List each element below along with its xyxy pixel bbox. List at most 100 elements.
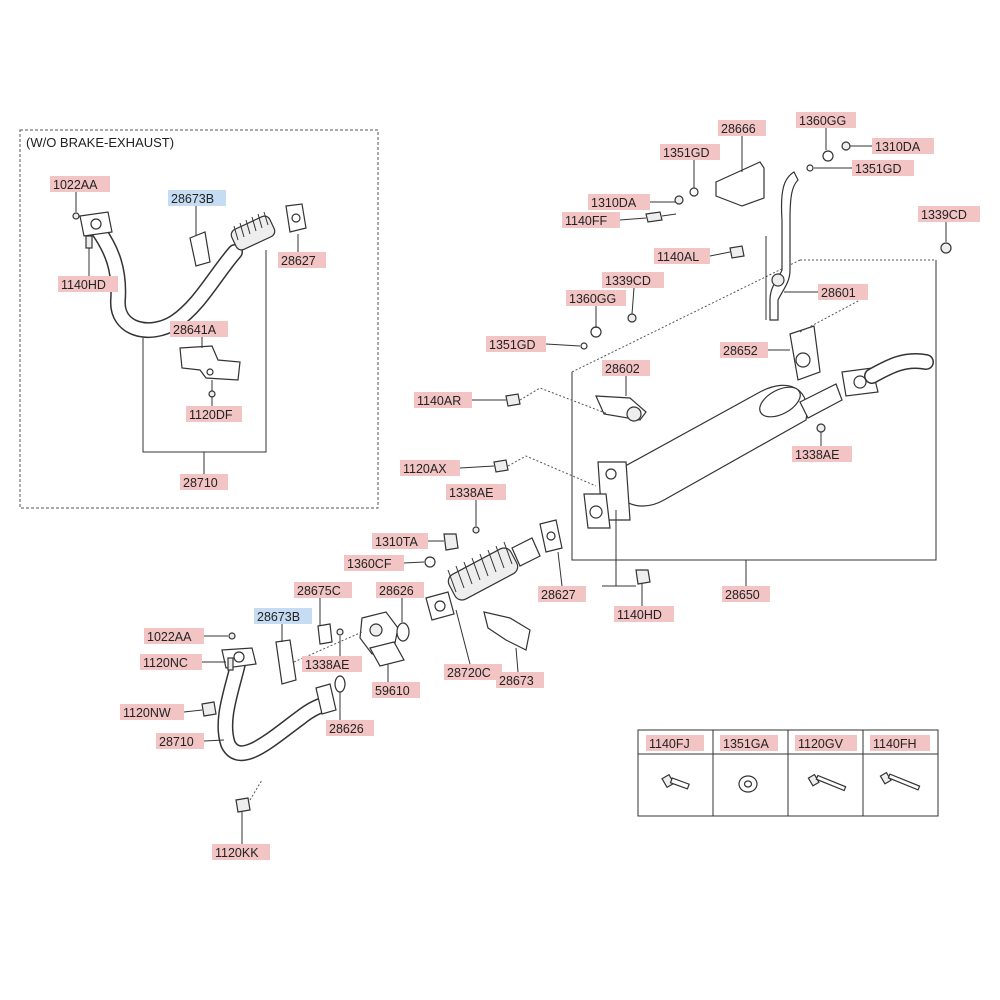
long-bolt-icon xyxy=(879,771,921,791)
svg-text:1339CD: 1339CD xyxy=(921,208,967,222)
svg-text:28720C: 28720C xyxy=(447,666,491,680)
label-1022aa-inset: 1022AA xyxy=(50,176,110,192)
svg-text:1140AR: 1140AR xyxy=(417,394,461,408)
svg-text:1120NW: 1120NW xyxy=(123,706,171,720)
label-1310da-right: 1310DA xyxy=(872,138,934,154)
label-1360gg-mid: 1360GG xyxy=(566,290,626,306)
bracket-28675c-icon xyxy=(317,623,333,645)
legend-cell-1351ga: 1351GA xyxy=(720,735,778,793)
label-28673: 28673 xyxy=(496,672,544,688)
svg-text:1140HD: 1140HD xyxy=(61,278,106,292)
svg-text:1022AA: 1022AA xyxy=(147,630,192,644)
nut-1310da-left-icon xyxy=(674,195,684,205)
label-28627-inset: 28627 xyxy=(278,252,326,268)
bolt-1140ff-icon xyxy=(645,211,663,223)
label-1120nw: 1120NW xyxy=(120,704,184,720)
label-1351gd-right: 1351GD xyxy=(852,160,914,176)
svg-text:1360GG: 1360GG xyxy=(569,292,616,306)
svg-text:1120GV: 1120GV xyxy=(798,737,844,751)
main-assembly: 28666 1360GG 1310DA 1351GD 1351GD 1310DA… xyxy=(120,112,980,860)
svg-text:28710: 28710 xyxy=(183,476,218,490)
bolt-1120ax-icon xyxy=(493,459,509,473)
inset-bellows-icon xyxy=(230,211,276,251)
gasket-28626-top-icon xyxy=(396,622,410,642)
bolt-1120nc-icon xyxy=(227,657,234,671)
svg-text:1310DA: 1310DA xyxy=(875,140,921,154)
inset-frame xyxy=(19,129,379,509)
svg-text:28652: 28652 xyxy=(723,344,758,358)
svg-text:1338AE: 1338AE xyxy=(449,486,493,500)
muffler-icon xyxy=(583,353,934,529)
inset-bracket-28673b-icon xyxy=(189,231,211,267)
svg-text:59610: 59610 xyxy=(375,684,410,698)
svg-text:1310DA: 1310DA xyxy=(591,196,637,210)
label-28673b: 28673B xyxy=(254,608,312,624)
svg-text:28602: 28602 xyxy=(605,362,640,376)
label-1022aa: 1022AA xyxy=(144,628,204,644)
svg-text:1360CF: 1360CF xyxy=(347,557,392,571)
label-28710: 28710 xyxy=(156,733,204,749)
bolt-1140hd-icon xyxy=(635,569,651,585)
svg-text:1120KK: 1120KK xyxy=(215,846,259,860)
bolt-1140ar-icon xyxy=(505,393,521,407)
hanger-bracket-28666-icon xyxy=(715,161,765,207)
svg-text:28626: 28626 xyxy=(379,584,414,598)
label-1120nc: 1120NC xyxy=(140,654,202,670)
label-59610: 59610 xyxy=(372,682,420,698)
label-1339cd-right: 1339CD xyxy=(918,206,980,222)
label-28602: 28602 xyxy=(602,360,650,376)
svg-text:28673B: 28673B xyxy=(257,610,300,624)
legend-cell-1140fh: 1140FH xyxy=(870,735,930,791)
nut-1339cd-mid-icon xyxy=(627,313,637,323)
svg-text:28675C: 28675C xyxy=(297,584,341,598)
label-1339cd-mid: 1339CD xyxy=(602,272,664,288)
exhaust-brake-59610-icon xyxy=(359,611,405,667)
washer-1360gg-mid-icon xyxy=(590,326,602,338)
inset-front-pipe xyxy=(72,203,307,398)
label-1140al: 1140AL xyxy=(654,248,710,264)
label-28650: 28650 xyxy=(722,586,770,602)
svg-text:28650: 28650 xyxy=(725,588,760,602)
label-1360gg-top: 1360GG xyxy=(796,112,856,128)
label-1338ae-right: 1338AE xyxy=(792,446,852,462)
washer-1360gg-top-icon xyxy=(822,150,834,162)
nut-1338ae-bot-icon xyxy=(336,628,344,636)
svg-text:1120AX: 1120AX xyxy=(403,462,447,476)
label-1338ae-top: 1338AE xyxy=(446,484,506,500)
bolt-1140al-icon xyxy=(729,245,745,259)
svg-text:28673: 28673 xyxy=(499,674,534,688)
inset-wo-brake-exhaust: (W/O BRAKE-EXHAUST) xyxy=(19,129,379,509)
svg-text:1338AE: 1338AE xyxy=(795,448,839,462)
svg-text:1360GG: 1360GG xyxy=(799,114,846,128)
inset-title: (W/O BRAKE-EXHAUST) xyxy=(26,135,174,150)
washer-icon xyxy=(738,775,758,793)
svg-text:1120NC: 1120NC xyxy=(143,656,188,670)
label-28627: 28627 xyxy=(538,586,586,602)
svg-text:1338AE: 1338AE xyxy=(305,658,349,672)
svg-text:1140HD: 1140HD xyxy=(617,608,662,622)
front-pipe-28710-icon xyxy=(217,639,337,762)
label-1310da-left: 1310DA xyxy=(588,194,650,210)
label-28673b-inset: 28673B xyxy=(168,190,226,206)
svg-text:1140FH: 1140FH xyxy=(873,737,917,751)
svg-text:1339CD: 1339CD xyxy=(605,274,651,288)
hanger-rod-28601-icon xyxy=(769,171,799,321)
svg-text:1120DF: 1120DF xyxy=(189,408,233,422)
svg-text:28626: 28626 xyxy=(329,722,364,736)
label-1338ae-bot: 1338AE xyxy=(302,656,362,672)
nut-1310ta-icon xyxy=(443,533,459,551)
label-1310ta: 1310TA xyxy=(372,533,428,549)
inset-nut-1022aa-icon xyxy=(72,212,80,220)
svg-text:1310TA: 1310TA xyxy=(375,535,419,549)
bolt-flange-icon xyxy=(661,773,690,790)
label-28675c: 28675C xyxy=(294,582,352,598)
washer-1360cf-icon xyxy=(424,556,436,568)
svg-text:28666: 28666 xyxy=(721,122,756,136)
label-28601: 28601 xyxy=(818,284,868,300)
fastener-legend-table: 1140FJ 1351GA 1120GV 1140FH xyxy=(637,729,939,817)
label-28710-inset: 28710 xyxy=(180,474,228,490)
svg-text:28673B: 28673B xyxy=(171,192,214,206)
svg-text:1351GA: 1351GA xyxy=(723,737,770,751)
label-28720c: 28720C xyxy=(444,664,502,680)
